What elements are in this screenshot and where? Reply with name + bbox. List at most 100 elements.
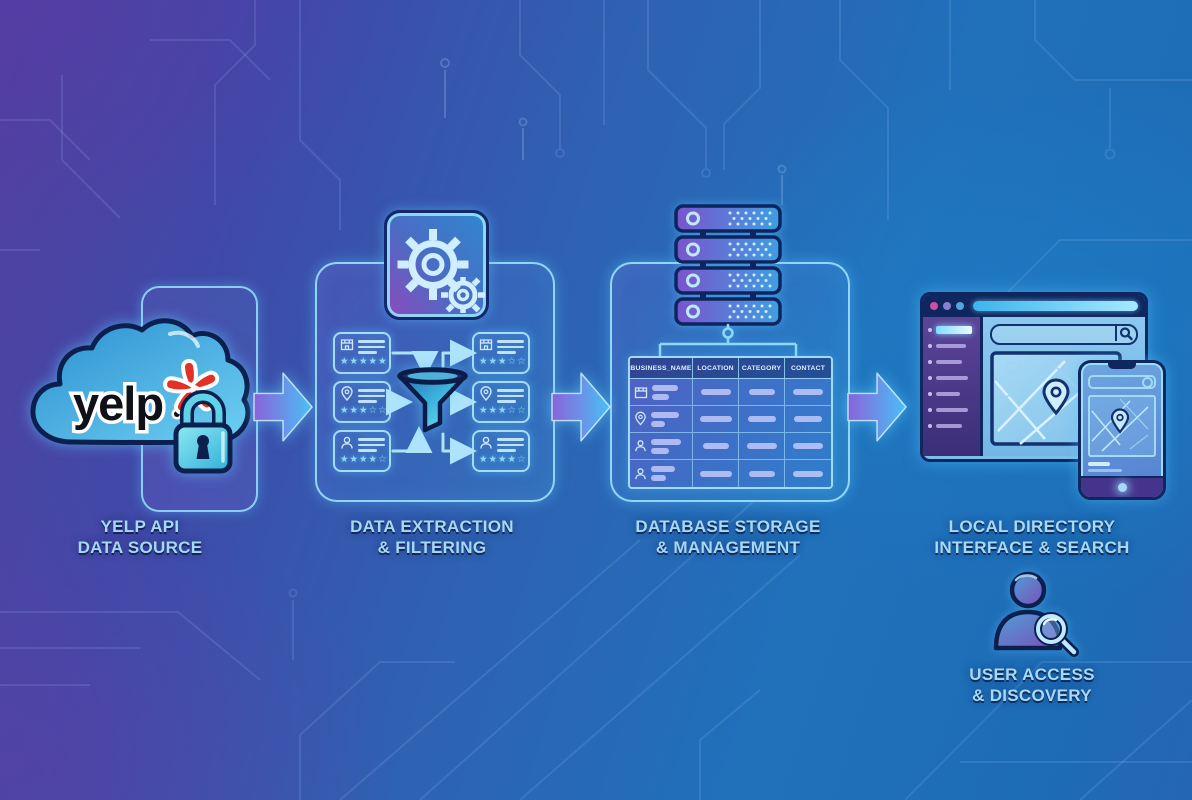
table-cell [630, 379, 693, 406]
location-pin-icon [480, 386, 492, 402]
yelp-cloud-art: yelp [30, 318, 251, 474]
table-cell [739, 433, 785, 460]
magnifier-icon [1034, 612, 1079, 657]
url-bar [973, 301, 1138, 311]
table-header: BUSINESS_NAME [630, 358, 693, 379]
stage4-label: LOCAL DIRECTORY INTERFACE & SEARCH [902, 516, 1162, 558]
window-dot-3 [956, 302, 964, 310]
table-cell [630, 460, 693, 487]
map-pin-icon [1042, 378, 1070, 416]
storefront-icon [479, 339, 493, 351]
stage3-label-line2: & MANAGEMENT [655, 538, 801, 557]
location-pin-icon [635, 411, 646, 426]
person-icon [635, 467, 646, 479]
table-cell [739, 379, 785, 406]
table-header: CATEGORY [739, 358, 785, 379]
server-unit [674, 204, 782, 233]
gears-icon [397, 229, 485, 313]
star-rating: ★★★★☆ [340, 453, 388, 465]
search-icon [1115, 326, 1133, 341]
review-card: ★★★★★ [333, 332, 391, 374]
phone-notch [1108, 363, 1136, 369]
window-dot-1 [930, 302, 938, 310]
storefront-icon [340, 339, 354, 351]
home-button [1117, 483, 1127, 492]
phone-text-line [1088, 469, 1122, 472]
star-rating: ★★★★☆ [479, 453, 527, 465]
table-cell [785, 379, 831, 406]
user-access-label: USER ACCESS & DISCOVERY [902, 664, 1162, 706]
yelp-logo: yelp [70, 359, 220, 434]
stage4-label-line2: INTERFACE & SEARCH [934, 538, 1130, 557]
user-access-label-line1: USER ACCESS [969, 665, 1095, 684]
table-cell [693, 460, 739, 487]
server-unit [674, 297, 782, 326]
map-pin-icon [1110, 408, 1130, 434]
server-unit [674, 235, 782, 264]
sidebar-item [923, 338, 980, 354]
server-unit [674, 266, 782, 295]
star-rating: ★★★☆☆ [340, 404, 388, 416]
stage2-label-line1: DATA EXTRACTION [350, 517, 514, 536]
server-stack-icon [658, 204, 798, 356]
table-cell [785, 406, 831, 433]
table-cell [785, 460, 831, 487]
table-cell [630, 433, 693, 460]
table-header: LOCATION [693, 358, 739, 379]
phone-search-bar [1088, 375, 1156, 389]
location-pin-icon [341, 386, 353, 402]
flow-arrow-2 [551, 372, 611, 442]
stage1-label-line1: YELP API [100, 517, 180, 536]
browser-titlebar [923, 295, 1145, 317]
phone-map-view [1088, 395, 1156, 457]
search-icon [1142, 377, 1153, 388]
funnel-icon [397, 367, 468, 433]
sidebar-item [923, 418, 980, 434]
lock-icon [173, 390, 233, 474]
review-card: ★★★★☆ [333, 430, 391, 472]
stack-connector [658, 324, 798, 356]
user-access-label-line2: & DISCOVERY [972, 686, 1092, 705]
star-rating: ★★★☆☆ [479, 404, 527, 416]
sidebar-item [923, 322, 980, 338]
sidebar-item [923, 354, 980, 370]
table-header: CONTACT [785, 358, 831, 379]
sidebar-item [923, 386, 980, 402]
yelp-logo-text: yelp [73, 377, 163, 430]
table-cell [630, 406, 693, 433]
phone-footer [1081, 476, 1163, 497]
stage3-label-line1: DATABASE STORAGE [635, 517, 821, 536]
stage2-label: DATA EXTRACTION & FILTERING [302, 516, 562, 558]
stage3-label: DATABASE STORAGE & MANAGEMENT [598, 516, 858, 558]
person-icon [635, 440, 646, 452]
person-icon [341, 436, 353, 449]
table-cell [693, 406, 739, 433]
browser-sidebar [923, 317, 983, 456]
table-cell [785, 433, 831, 460]
sidebar-item [923, 370, 980, 386]
table-cell [693, 379, 739, 406]
stage1-label: YELP API DATA SOURCE [10, 516, 270, 558]
stage4-label-line1: LOCAL DIRECTORY [948, 517, 1116, 536]
star-rating: ★★★★★ [340, 355, 388, 367]
routing-arrows [386, 339, 477, 465]
flow-arrow-3 [847, 372, 907, 442]
processing-box [384, 210, 489, 320]
table-cell [739, 460, 785, 487]
storefront-icon [634, 386, 648, 398]
star-rating: ★★★☆☆ [479, 355, 527, 367]
database-table: BUSINESS_NAME LOCATION CATEGORY CONTACT [628, 356, 833, 489]
person-search-icon [993, 571, 1079, 657]
smartphone [1078, 360, 1166, 500]
stage1-label-line2: DATA SOURCE [77, 538, 203, 557]
window-dot-2 [943, 302, 951, 310]
person-icon [480, 436, 492, 449]
stage2-label-line2: & FILTERING [377, 538, 487, 557]
table-cell [739, 406, 785, 433]
phone-text-line [1088, 462, 1110, 466]
table-cell [693, 433, 739, 460]
search-bar [990, 324, 1138, 345]
sidebar-item [923, 402, 980, 418]
